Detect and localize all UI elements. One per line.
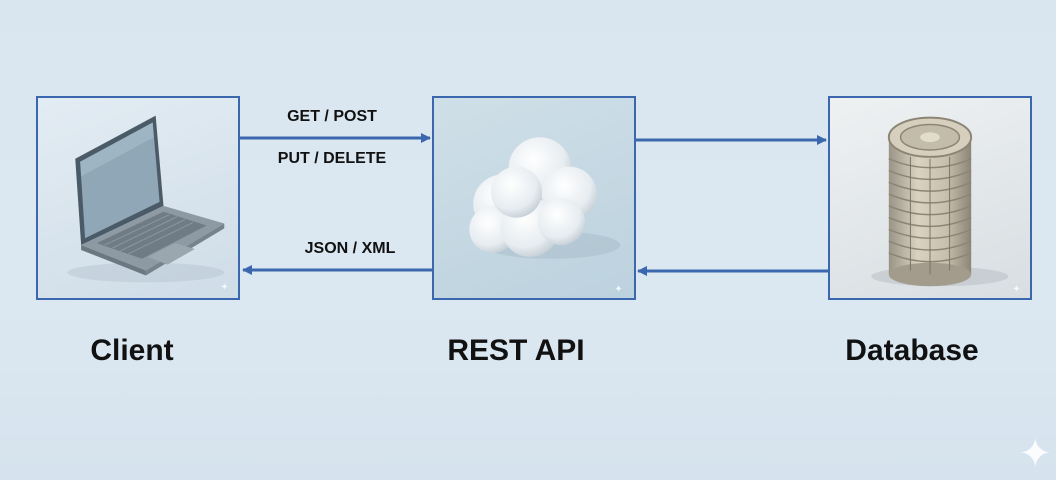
database-title: Database: [845, 334, 979, 367]
client-title: Client: [90, 334, 174, 367]
client-node: ✦: [36, 96, 240, 300]
request-methods-label-1: GET / POST: [287, 108, 377, 125]
request-methods-label-2: PUT / DELETE: [277, 150, 387, 167]
rest-api-title: REST API: [447, 334, 585, 367]
svg-text:✦: ✦: [614, 284, 622, 295]
database-server-icon: ✦: [871, 116, 1021, 295]
cloud-icon: ✦: [469, 137, 623, 295]
response-formats-label: JSON / XML: [304, 240, 396, 257]
rest-api-node: ✦: [432, 96, 636, 300]
database-node: ✦: [828, 96, 1032, 300]
sparkle-icon: ✦: [1018, 432, 1052, 476]
laptop-icon: ✦: [67, 115, 229, 293]
svg-text:✦: ✦: [220, 282, 228, 293]
svg-text:✦: ✦: [1012, 284, 1020, 295]
